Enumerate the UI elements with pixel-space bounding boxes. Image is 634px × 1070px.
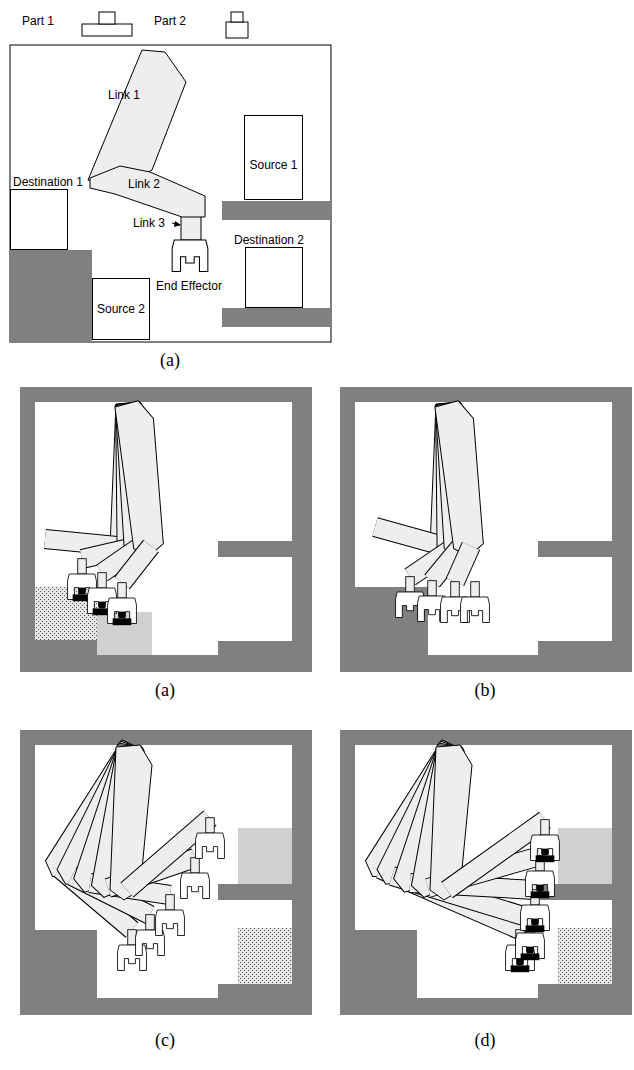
subfigure-label: (a) [110, 350, 230, 371]
place-panel [340, 730, 632, 1015]
subfigure-label: (d) [425, 1030, 545, 1051]
link-outline [88, 50, 187, 189]
node-label: Source 1 [245, 158, 302, 172]
destination-box: Destination 2 [245, 247, 303, 308]
move-panel [340, 387, 632, 672]
part-name: Part 2 [154, 14, 186, 28]
link-polygon [88, 50, 186, 188]
source-box: Source 1 [244, 115, 303, 200]
subfigure-label: (a) [105, 680, 225, 701]
subfigure-label: (b) [425, 680, 545, 701]
part-name: Part 1 [22, 14, 54, 28]
node-label: Destination 1 [13, 175, 83, 189]
link-polygon [90, 166, 205, 217]
link-callout: Link 3 [133, 216, 165, 230]
node-label: Link 2 [128, 177, 160, 191]
subfigure-label: (c) [105, 1030, 225, 1051]
pick-panel [20, 387, 312, 672]
node-label: Destination 2 [234, 233, 304, 247]
approach-panel [20, 730, 312, 1015]
node-label: Source 2 [93, 302, 149, 316]
link-shape: Link 2 [88, 163, 206, 218]
effector-name: End Effector [129, 279, 249, 293]
workcell-overview [10, 12, 331, 342]
node-label: Link 1 [108, 88, 140, 102]
source-box: Source 2 [92, 278, 150, 340]
destination-box: Destination 1 [10, 189, 68, 250]
link-shape: Link 1 [88, 50, 187, 189]
